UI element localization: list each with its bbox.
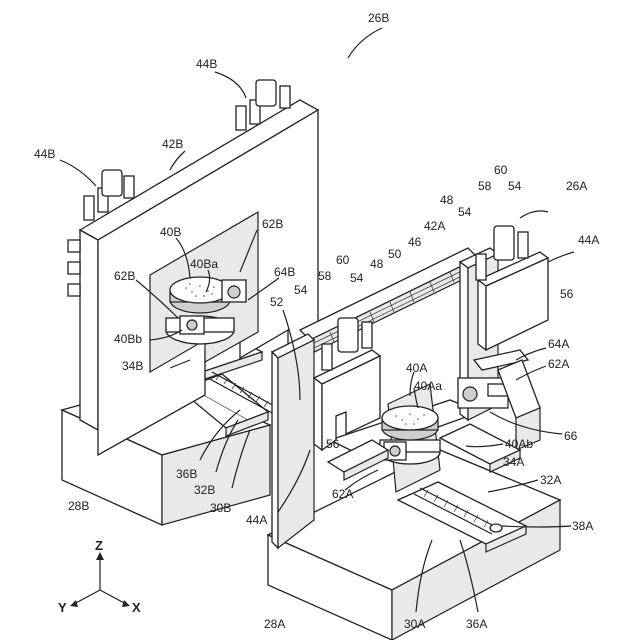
label-32A: 32A	[540, 473, 561, 487]
label-40Ab: 40Ab	[505, 437, 533, 451]
label-62A-right: 62A	[548, 357, 569, 371]
label-38A: 38A	[572, 519, 593, 533]
label-26A: 26A	[566, 179, 587, 193]
measuring-device-62B-left	[180, 316, 204, 334]
label-54-c: 54	[458, 205, 472, 219]
label-56-left: 56	[326, 437, 340, 451]
label-42A: 42A	[424, 219, 445, 233]
label-40B: 40B	[160, 225, 181, 239]
label-30A: 30A	[404, 617, 425, 631]
label-36A: 36A	[466, 617, 487, 631]
column-42A-left-post	[272, 334, 314, 548]
label-42B: 42B	[162, 137, 183, 151]
label-40A: 40A	[406, 361, 427, 375]
guide-rails-46-50	[300, 248, 478, 354]
label-44A-bottom: 44A	[246, 513, 267, 527]
axis-label-y: Y	[58, 600, 67, 615]
label-54-d: 54	[508, 179, 522, 193]
label-64B: 64B	[274, 265, 295, 279]
label-28A: 28A	[264, 617, 285, 631]
label-44B-top: 44B	[196, 57, 217, 71]
label-48-b: 48	[440, 193, 454, 207]
label-62B-top: 62B	[262, 217, 283, 231]
label-44A-right: 44A	[578, 233, 599, 247]
label-30B: 30B	[210, 501, 231, 515]
coordinate-axes	[70, 552, 130, 607]
label-34B: 34B	[122, 359, 143, 373]
label-40Bb: 40Bb	[114, 332, 142, 346]
label-36B: 36B	[176, 467, 197, 481]
label-64A: 64A	[548, 337, 569, 351]
label-58-b: 58	[478, 179, 492, 193]
axis-label-x: X	[132, 600, 141, 615]
label-54-a: 54	[294, 283, 308, 297]
label-50: 50	[388, 247, 402, 261]
label-46: 46	[408, 235, 422, 249]
label-52: 52	[270, 295, 284, 309]
label-66: 66	[564, 429, 578, 443]
label-34A: 34A	[503, 455, 524, 469]
label-60-b: 60	[494, 163, 508, 177]
measuring-device-62B-right	[222, 280, 246, 302]
axis-label-z: Z	[95, 538, 103, 553]
label-28B: 28B	[68, 499, 89, 513]
label-40Ba: 40Ba	[190, 257, 218, 271]
label-32B: 32B	[194, 483, 215, 497]
label-62B-left: 62B	[114, 269, 135, 283]
label-56-right: 56	[560, 287, 574, 301]
label-40Aa: 40Aa	[414, 379, 442, 393]
label-60-a: 60	[336, 253, 350, 267]
label-44B-left: 44B	[34, 147, 55, 161]
label-62A-bottom: 62A	[332, 487, 353, 501]
label-26B: 26B	[368, 11, 389, 25]
label-48-a: 48	[370, 257, 384, 271]
label-54-b: 54	[350, 271, 364, 285]
label-58-a: 58	[318, 269, 332, 283]
